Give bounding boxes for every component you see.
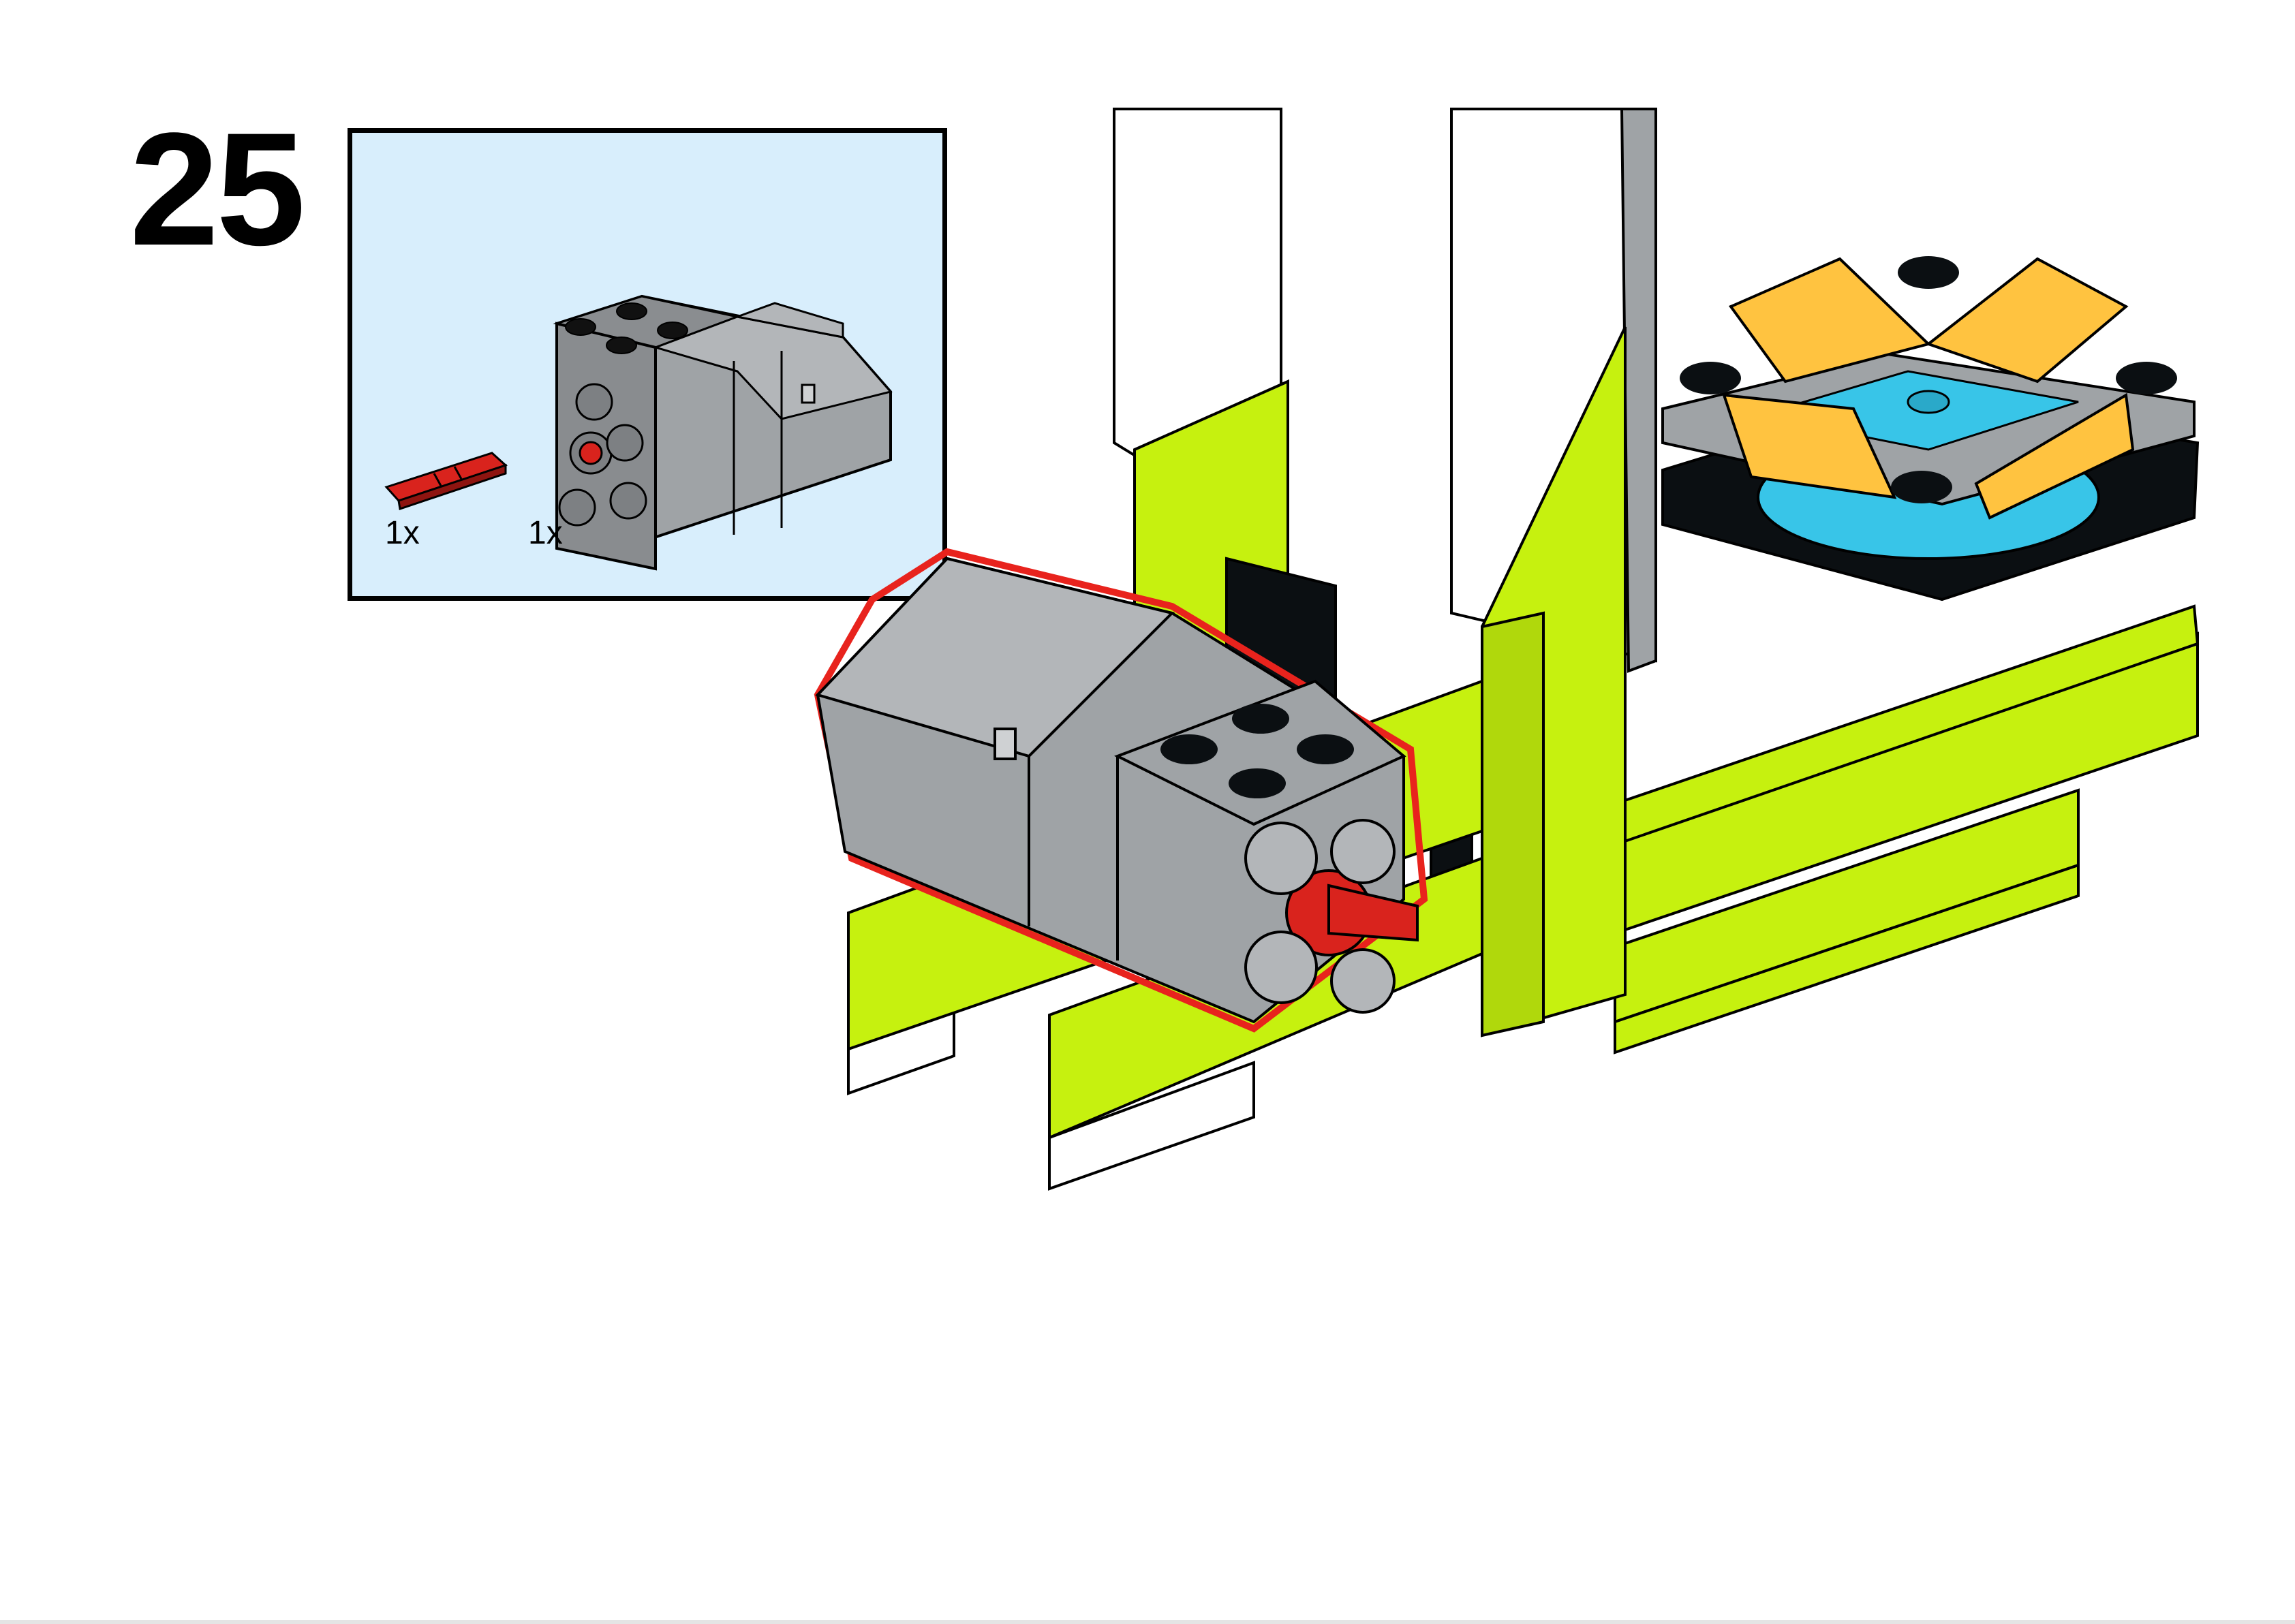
turntable-module: [1661, 256, 2200, 602]
page-bottom-rule: [0, 1620, 2295, 1624]
lime-beams-right: [1613, 604, 2200, 1055]
step-number: 25: [129, 99, 306, 279]
medium-motor-quantity: 1x: [528, 515, 563, 551]
medium-motor-assembled: [814, 548, 1428, 1033]
axle-connector-quantity: 1x: [385, 515, 420, 551]
parts-callout-illustration: [384, 294, 893, 571]
medium-motor-part: [553, 294, 893, 571]
axle-connector-part: [384, 452, 508, 510]
parts-callout: 1x 1x: [348, 128, 947, 601]
